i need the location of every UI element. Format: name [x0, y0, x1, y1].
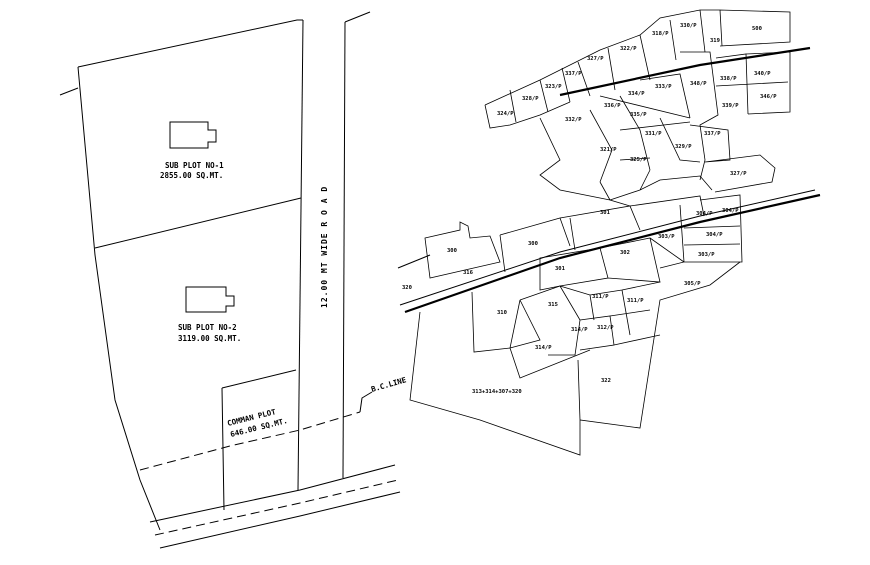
plot-label: 346/P [760, 94, 777, 100]
plot-label: 338/P [720, 76, 737, 82]
lower-plot-cluster [409, 261, 741, 456]
plot-label: 301 [600, 210, 611, 216]
plot-label: 322 [601, 378, 611, 384]
upper-plot-cluster [484, 9, 791, 207]
left-site-boundary [59, 19, 303, 531]
plot-label: 304/P [722, 208, 739, 214]
plot-label: 500 [752, 26, 762, 32]
plot-label: 328/P [522, 96, 539, 102]
plot-label: 337/P [565, 71, 582, 77]
plot-label: 313+314+307+320 [472, 389, 522, 395]
bc-line [139, 411, 361, 471]
plot-label: 331/P [645, 131, 662, 137]
plot-label: 300 [528, 241, 538, 247]
plot-label: 327/P [730, 171, 747, 177]
plot-label: 316 [463, 270, 474, 276]
plot-label: 330/P [680, 23, 697, 29]
plot-label: 303/P [698, 252, 715, 258]
bc-line-label: B.C.LINE [370, 375, 408, 394]
right-road-west-stub [397, 254, 431, 269]
left-site-layout: SUB PLOT NO-1 2855.00 SQ.MT. SUB PLOT NO… [59, 11, 408, 549]
road-right-edge [342, 21, 346, 479]
top-boundary-extension [344, 11, 371, 23]
bc-line-leader [359, 391, 373, 413]
plot-label: 321/P [600, 147, 617, 153]
sub-plot-1-area: 2855.00 SQ.MT. [160, 171, 223, 180]
plot-label: 312/P [597, 325, 614, 331]
plot-labels: 330/P 500 319 318/P 327/P 322/P 337/P 32… [402, 23, 777, 395]
building-footprint-1 [169, 121, 217, 149]
plot-label: 334/P [628, 91, 645, 97]
main-road-top-edge [149, 464, 396, 523]
plot-label: 304/P [706, 232, 723, 238]
plot-label: 305/P [684, 281, 701, 287]
plot-label: 340/P [754, 71, 771, 77]
sub-plot-1-name: SUB PLOT NO-1 [165, 161, 224, 170]
plot-label: 310 [497, 310, 507, 316]
plot-label: 348/P [690, 81, 707, 87]
right-site-layout: 330/P 500 319 318/P 327/P 322/P 337/P 32… [397, 9, 821, 456]
plot-label: 333/P [655, 84, 672, 90]
plot-label: 320 [402, 285, 412, 291]
plot-label: 315 [548, 302, 558, 308]
subplot-divider [94, 197, 302, 249]
plot-label: 314/P [535, 345, 552, 351]
plot-label: 327/P [587, 56, 604, 62]
right-main-road-edge-1 [404, 193, 821, 314]
plot-label: 311/P [592, 294, 609, 300]
plot-label: 314/P [571, 327, 588, 333]
plot-label: 302 [620, 250, 630, 256]
plot-label: 304/P [696, 211, 713, 217]
sub-plot-2-name: SUB PLOT NO-2 [178, 323, 237, 332]
plot-label: 318/P [652, 31, 669, 37]
plot-label: 311/P [627, 298, 644, 304]
main-road-centerline [154, 479, 399, 536]
upper-road [559, 46, 811, 97]
plot-label: 322/P [620, 46, 637, 52]
central-plot-cluster [424, 194, 743, 291]
plot-label: 303/P [658, 234, 675, 240]
plot-label: 300 [447, 248, 457, 254]
sub-plot-2-area: 3119.00 SQ.MT. [178, 334, 241, 343]
plot-label: 323/P [545, 84, 562, 90]
plot-label: 324/P [497, 111, 514, 117]
building-footprint-2 [185, 286, 235, 313]
plot-label: 335/P [630, 112, 647, 118]
road-label: 12.00 MT WIDE R O A D [320, 186, 329, 308]
road-left-edge [297, 19, 304, 491]
plot-label: 339/P [722, 103, 739, 109]
plot-label: 319 [710, 38, 720, 44]
plot-label: 325/P [630, 157, 647, 163]
plot-label: 336/P [604, 103, 621, 109]
plot-label: 329/P [675, 144, 692, 150]
plot-label: 337/P [704, 131, 721, 137]
main-road-bottom-edge [159, 491, 401, 549]
plot-label: 332/P [565, 117, 582, 123]
common-plot-boundary [221, 369, 297, 511]
plot-label: 301 [555, 266, 566, 272]
right-main-road-edge-2 [399, 189, 816, 306]
